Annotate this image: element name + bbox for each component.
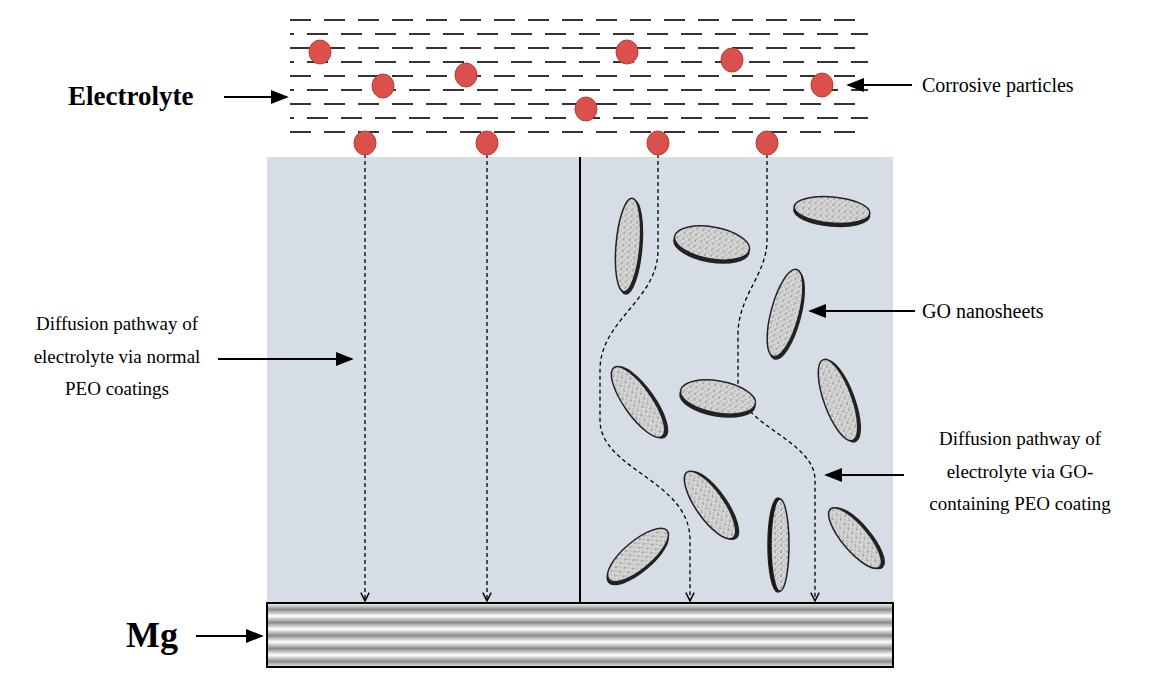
electrolyte-dashes <box>290 14 868 140</box>
mg-substrate <box>267 603 893 667</box>
divider-line <box>579 157 581 603</box>
region-label: Electrolyte <box>68 80 193 112</box>
substrate-label: Mg <box>126 614 178 657</box>
peo-coating <box>267 157 893 603</box>
corrosive-particles <box>309 40 833 155</box>
nanosheet-label: GO nanosheets <box>922 299 1044 323</box>
particle-label: Corrosive particles <box>922 73 1074 97</box>
diffusion-paths <box>365 154 815 601</box>
pathway-label: Diffusion pathway of electrolyte via nor… <box>22 308 212 406</box>
go-nanosheets <box>598 194 892 593</box>
pathway-label: Diffusion pathway of electrolyte via GO-… <box>908 423 1132 521</box>
leader-arrows <box>196 85 915 636</box>
